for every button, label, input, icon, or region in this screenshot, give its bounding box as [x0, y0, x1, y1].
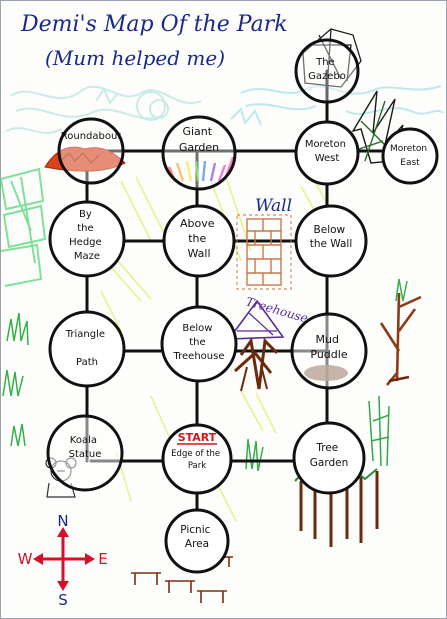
compass-west: W	[18, 550, 33, 568]
node-moreton-west[interactable]: Moreton West	[294, 120, 360, 186]
node-below-wall-label: Below the Wall	[310, 224, 353, 250]
node-below-wall[interactable]: Below the Wall	[294, 204, 368, 278]
node-gazebo-label: The Gazebo	[308, 57, 346, 82]
node-gazebo[interactable]: The Gazebo	[294, 38, 360, 104]
node-moreton-west-label: Moreton West	[305, 139, 349, 164]
compass-east: E	[98, 550, 107, 568]
node-tree-garden[interactable]: Tree Garden	[292, 421, 366, 495]
node-picnic-area[interactable]: Picnic Area	[164, 508, 230, 574]
node-mud-puddle[interactable]: Mud Puddle	[290, 312, 368, 390]
node-below-treehouse[interactable]: Below the Treehouse	[160, 305, 238, 383]
node-roundabout[interactable]: Roundabout	[57, 117, 125, 185]
roundabout-scribble	[44, 146, 126, 172]
node-giant-garden[interactable]: Giant Garden	[161, 115, 237, 191]
node-triangle-path-label: Triangle Path	[65, 329, 108, 368]
node-picnic-area-label: Picnic Area	[180, 524, 213, 550]
node-moreton-east-label: Moreton East	[390, 144, 430, 168]
node-moreton-east[interactable]: Moreton East	[381, 127, 439, 185]
grass-green	[2, 278, 408, 472]
treehouse-label: Treehouse	[244, 294, 309, 325]
node-above-wall[interactable]: Above the Wall	[162, 204, 236, 278]
compass-south: S	[58, 591, 68, 609]
brick-wall-scribble	[236, 214, 292, 290]
right-green-scribble	[368, 395, 390, 467]
node-mud-puddle-label: Mud Puddle	[310, 333, 347, 361]
wall-label: Wall	[255, 196, 292, 216]
start-label: START	[178, 431, 217, 444]
left-green-scribble	[1, 167, 47, 287]
node-koala-statue-label: Koala Statue	[69, 435, 102, 460]
node-edge-of-park-label: Edge of the Park	[171, 449, 223, 471]
node-triangle-path[interactable]: Triangle Path	[48, 310, 126, 388]
compass-rose: N S W E	[18, 512, 108, 609]
treehouse-scribble	[227, 299, 285, 392]
compass-north: N	[57, 512, 68, 530]
node-above-wall-label: Above the Wall	[180, 217, 218, 260]
node-giant-garden-label: Giant Garden	[179, 125, 219, 154]
node-edge-of-park[interactable]: START Edge of the Park	[161, 423, 233, 495]
node-roundabout-label: Roundabout	[61, 131, 122, 142]
sky-scribble-left	[5, 85, 202, 134]
brown-tree-right	[379, 292, 422, 386]
node-tree-garden-label: Tree Garden	[310, 442, 348, 469]
map-title: Demi's Map Of the Park	[20, 12, 288, 37]
node-below-treehouse-label: Below the Treehouse	[173, 323, 225, 362]
node-hedge-maze-label: By the Hedge Maze	[69, 209, 105, 262]
node-koala-statue[interactable]: Koala Statue	[46, 414, 124, 492]
node-hedge-maze[interactable]: By the Hedge Maze	[48, 200, 126, 278]
map-subtitle: (Mum helped me)	[45, 46, 225, 70]
